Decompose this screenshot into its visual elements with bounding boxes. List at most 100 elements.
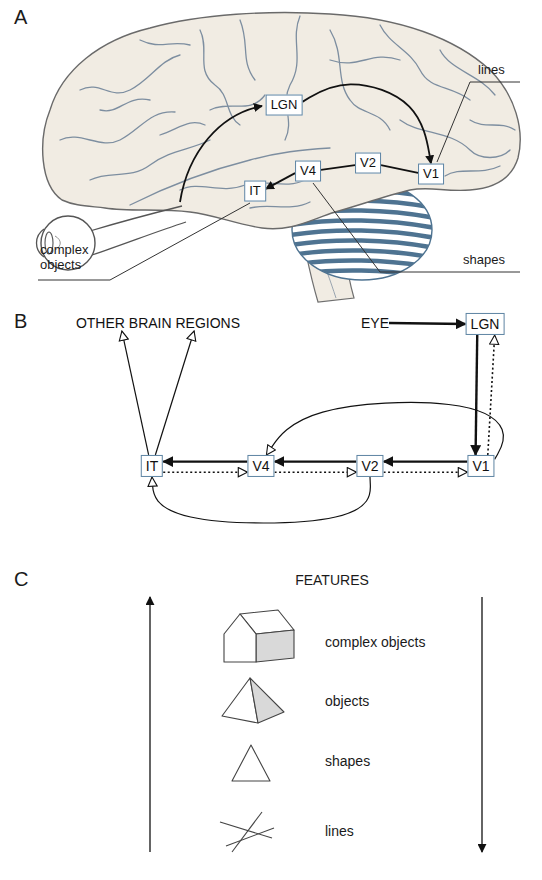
optic-nerve xyxy=(90,206,182,231)
sulcus-line xyxy=(200,30,240,125)
sulcus-line xyxy=(80,55,180,93)
brain-area-box: V2 xyxy=(355,153,381,174)
sulcus-line xyxy=(100,99,150,111)
feature-label: lines xyxy=(325,823,354,839)
sulcus-line xyxy=(285,16,300,140)
cerebellum-stripe xyxy=(285,260,445,270)
connection-arrow xyxy=(384,460,468,462)
panel-heading: FEATURES xyxy=(295,572,369,588)
cerebellum-stripe xyxy=(285,270,445,280)
feature-label: shapes xyxy=(325,753,370,769)
visual-pathway-arrow xyxy=(180,106,262,202)
feedback-arrow xyxy=(384,471,468,473)
cerebellum-stripe xyxy=(285,240,445,250)
cerebellum-stripe xyxy=(285,250,445,260)
connection-arrow xyxy=(275,460,357,462)
connector-group xyxy=(122,84,504,523)
brain-area-box: V1 xyxy=(418,164,444,185)
area-box: LGN xyxy=(466,313,505,335)
node-label: V4 xyxy=(252,458,269,474)
leader-line xyxy=(437,82,520,162)
cerebellum-stripe xyxy=(285,200,445,210)
house-roof xyxy=(240,610,294,634)
pyramid-face xyxy=(222,678,258,723)
node-label: V4 xyxy=(300,164,316,179)
pyramid-face xyxy=(250,678,284,723)
lines-icon xyxy=(220,812,274,852)
brain-area-box: V4 xyxy=(295,161,321,182)
sulcus-line xyxy=(330,57,400,63)
node-label: V1 xyxy=(472,458,489,474)
leader-line xyxy=(313,183,520,272)
connection-arrow xyxy=(122,331,149,455)
sulcus-line xyxy=(330,30,390,130)
feedback-arrow xyxy=(488,335,495,455)
callout-text: shapes xyxy=(463,253,505,268)
leader-line xyxy=(38,203,250,280)
house-front xyxy=(224,614,256,662)
feature-label: objects xyxy=(325,693,369,709)
feedback-arrow xyxy=(275,471,357,473)
line-stroke xyxy=(232,812,262,852)
panel-letter: C xyxy=(14,568,28,591)
connection-arrow xyxy=(152,477,370,523)
sulcus-line xyxy=(470,120,515,130)
sulcus-line xyxy=(210,95,265,110)
cerebellum-stripes xyxy=(285,180,445,280)
cerebellum-stripe xyxy=(285,230,445,240)
house-side xyxy=(256,630,294,662)
house-icon xyxy=(224,610,294,662)
node-label: V2 xyxy=(361,458,378,474)
brain-area-box: LGN xyxy=(266,95,303,116)
cerebellum xyxy=(292,180,432,280)
area-box: V4 xyxy=(247,455,274,477)
brain-stem xyxy=(300,218,354,302)
sulcus-line xyxy=(250,202,310,208)
connection-arrow xyxy=(163,460,247,462)
optic-nerve xyxy=(92,222,186,255)
bottom-up-arrow xyxy=(149,597,150,852)
brain-area-box: IT xyxy=(244,181,266,202)
target-regions-node: OTHER BRAIN REGIONS xyxy=(76,315,240,331)
input-node: EYE xyxy=(361,315,389,331)
connection-arrow xyxy=(476,335,478,455)
area-box: V2 xyxy=(356,455,383,477)
top-down-arrow xyxy=(481,597,482,852)
node-label: V1 xyxy=(423,167,439,182)
connection-arrow xyxy=(321,165,355,170)
line-stroke xyxy=(220,822,272,838)
pyramid-icon xyxy=(222,678,284,723)
cerebellum-stripe xyxy=(285,220,445,230)
connection-arrow xyxy=(155,331,194,455)
cerebellum-stripe xyxy=(285,210,445,220)
sulcus-line xyxy=(445,166,500,176)
callout-text: complex objects xyxy=(40,243,102,273)
node-label: IT xyxy=(249,184,261,199)
sulcus-line xyxy=(180,180,305,190)
callout-text: lines xyxy=(478,63,505,78)
brain-gyri xyxy=(60,16,515,208)
area-box: V1 xyxy=(467,455,494,477)
node-label: OTHER BRAIN REGIONS xyxy=(76,315,240,331)
node-label: V2 xyxy=(360,156,376,171)
node-label: EYE xyxy=(361,315,389,331)
sulcus-line xyxy=(240,20,255,80)
connection-arrow xyxy=(266,173,295,189)
feature-label: complex objects xyxy=(325,634,425,650)
fissure-line xyxy=(130,148,330,205)
sulcus-line xyxy=(400,120,510,158)
panel-letter: B xyxy=(14,310,27,333)
feedback-arrow xyxy=(163,471,247,473)
sulcus-line xyxy=(60,112,175,143)
area-box: IT xyxy=(141,455,163,477)
brain-outline xyxy=(43,13,520,229)
sulcus-line xyxy=(90,140,210,180)
connection-arrow xyxy=(381,165,418,173)
sulcus-line xyxy=(140,40,190,45)
brain-stem-line xyxy=(318,250,336,298)
panel-letter: A xyxy=(14,6,27,29)
line-stroke xyxy=(226,828,274,846)
